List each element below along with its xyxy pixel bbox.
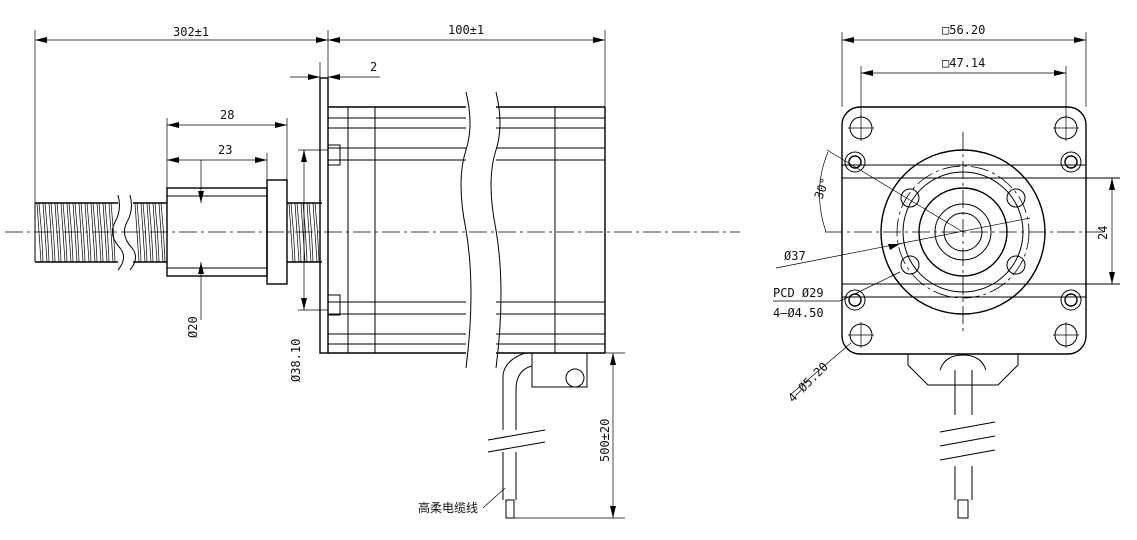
thread-line	[62, 202, 68, 263]
dim-cable-length: 500±20	[514, 352, 625, 519]
thread-line	[44, 202, 50, 263]
thread-line	[86, 202, 92, 263]
dim-square-outer: □56.20	[841, 23, 1087, 107]
nut	[166, 179, 288, 285]
thread-line	[312, 202, 318, 263]
dim-square-outer-text: □56.20	[942, 23, 985, 37]
thread-line	[148, 202, 154, 263]
dim-height: 24	[1096, 178, 1115, 284]
thread-line	[146, 202, 152, 263]
thread-line	[308, 202, 314, 263]
dim-overall-length-text: 302±1	[173, 25, 209, 39]
thread-line	[134, 202, 140, 263]
dim-flange-thickness-text: 2	[370, 60, 377, 74]
dim-motor-length: 100±1	[328, 23, 606, 107]
side-view: 302±1 100±1 2 28	[5, 23, 740, 519]
dim-angle-text: 30°	[812, 176, 833, 201]
thread-line	[306, 202, 312, 263]
thread-line	[160, 202, 166, 263]
thread-line	[54, 202, 60, 263]
thread-line	[104, 202, 110, 263]
lead-screw-right	[287, 202, 322, 263]
thread-line	[290, 202, 296, 263]
thread-line	[152, 202, 158, 263]
thread-line	[84, 202, 90, 263]
dim-pcd: PCD Ø29 4—Ø4.50	[773, 271, 901, 320]
thread-line	[98, 202, 104, 263]
thread-line	[56, 202, 62, 263]
boss	[880, 149, 1046, 315]
front-cable-exit	[907, 354, 1019, 519]
thread-line	[294, 202, 300, 263]
thread-line	[72, 202, 78, 263]
dim-cable-length-text: 500±20	[598, 419, 612, 462]
lead-screw-middle	[133, 202, 167, 263]
cable-label-text: 高柔电缆线	[418, 500, 478, 515]
thread-line	[50, 202, 56, 263]
thread-line	[78, 202, 84, 263]
thread-line	[110, 202, 116, 263]
thread-line	[38, 202, 44, 263]
dim-screw-diameter: Ø20	[186, 160, 204, 338]
thread-line	[154, 202, 160, 263]
thread-line	[288, 202, 294, 263]
dim-nut-body-length-text: 23	[218, 143, 232, 157]
dim-boss-diameter-text: Ø37	[784, 249, 806, 263]
motor-body	[328, 91, 606, 369]
dim-holes-corner-text: 4—Ø5.20	[785, 359, 831, 405]
thread-line	[48, 202, 54, 263]
thread-line	[36, 202, 42, 263]
thread-line	[102, 202, 108, 263]
thread-line	[136, 202, 142, 263]
dim-nut-body-length: 23	[167, 143, 268, 180]
thread-line	[296, 202, 302, 263]
dim-boss-diameter: Ø37	[775, 217, 1031, 269]
dim-square-inner-text: □47.14	[942, 56, 985, 70]
lead-screw-left	[34, 194, 136, 271]
thread-line	[140, 202, 146, 263]
thread-line	[158, 202, 164, 263]
dim-flange-thickness: 2	[290, 60, 380, 80]
thread-line	[108, 202, 114, 263]
motor-flange	[319, 77, 341, 354]
thread-line	[302, 202, 308, 263]
dim-holes-small-text: 4—Ø4.50	[773, 306, 824, 320]
dim-flange-diameter-text: Ø38.10	[289, 339, 303, 382]
thread-line	[42, 202, 48, 263]
dim-square-inner: □47.14	[860, 56, 1067, 117]
thread-line	[142, 202, 148, 263]
thread-line	[92, 202, 98, 263]
dim-height-text: 24	[1096, 226, 1110, 240]
front-square-outline	[841, 106, 1087, 355]
dim-nut-length: 28	[166, 108, 288, 188]
thread-line	[96, 202, 102, 263]
pcd-holes	[900, 188, 1026, 275]
cable-label: 高柔电缆线	[418, 487, 506, 515]
thread-line	[80, 202, 86, 263]
thread-line	[68, 202, 74, 263]
front-view: □56.20 □47.14 24 30° Ø37	[773, 23, 1120, 519]
dim-screw-diameter-text: Ø20	[186, 316, 200, 338]
dim-angle: 30°	[812, 149, 964, 233]
dim-holes-corner: 4—Ø5.20	[785, 342, 852, 405]
dim-motor-length-text: 100±1	[448, 23, 484, 37]
dim-overall-length: 302±1	[34, 25, 329, 203]
thread-line	[74, 202, 80, 263]
dim-flange-diameter: Ø38.10	[289, 149, 328, 382]
dim-pcd-text: PCD Ø29	[773, 286, 824, 300]
dim-nut-length-text: 28	[220, 108, 234, 122]
corner-holes	[848, 115, 1079, 348]
cable-exit	[487, 352, 588, 519]
thread-line	[314, 202, 320, 263]
thread-line	[66, 202, 72, 263]
thread-line	[90, 202, 96, 263]
thread-line	[300, 202, 306, 263]
thread-line	[60, 202, 66, 263]
